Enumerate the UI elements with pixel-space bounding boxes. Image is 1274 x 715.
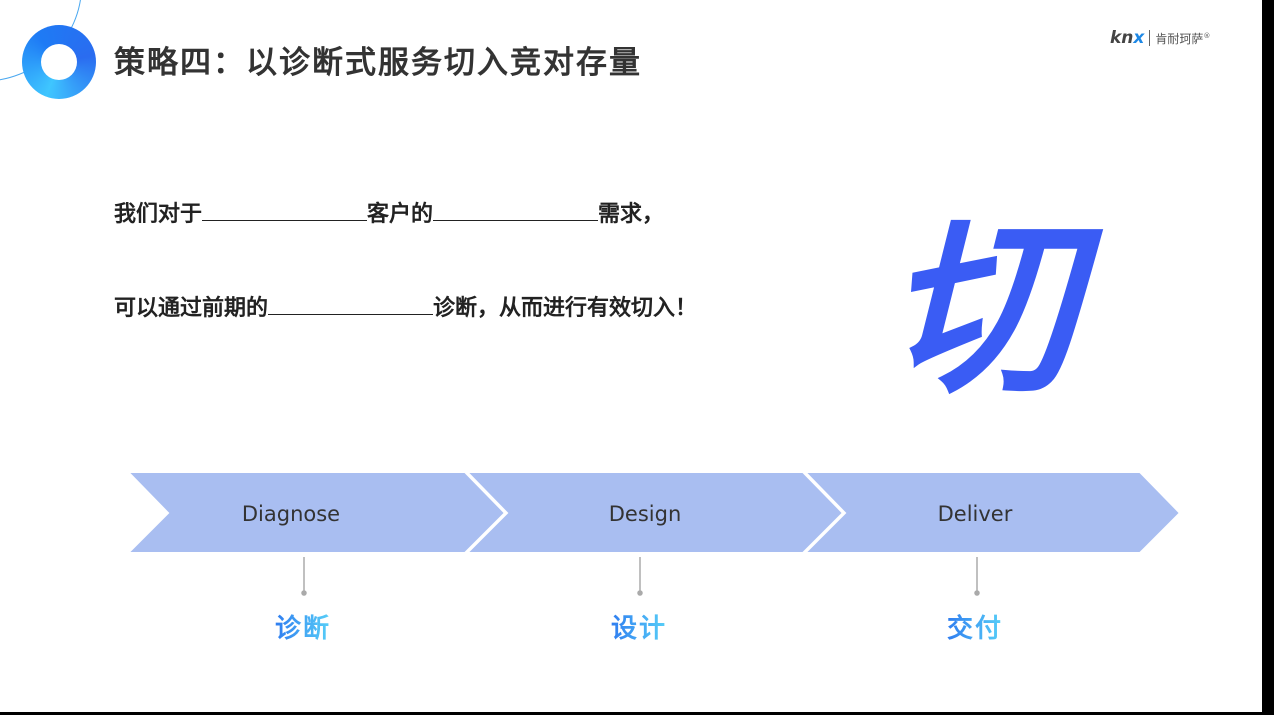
step-chinese-diagnose: 诊断 xyxy=(275,608,331,645)
ring-logo-icon xyxy=(22,25,96,99)
brand-logo: knx 肯耐珂萨® xyxy=(1110,28,1210,48)
blank-2 xyxy=(433,198,599,221)
blank-1 xyxy=(202,198,368,221)
text: 客户的 xyxy=(367,202,434,227)
step-label-diagnose: Diagnose xyxy=(241,502,341,526)
page-title: 策略四：以诊断式服务切入竞对存量 xyxy=(114,45,642,81)
blank-3 xyxy=(268,292,434,315)
step-chinese-design: 设计 xyxy=(611,608,667,645)
chevron-diagnose xyxy=(125,471,507,554)
big-character-qie: 切 xyxy=(885,197,1076,420)
sentence-2: 可以通过前期的 诊断，从而进行有效切入！ xyxy=(114,290,697,322)
step-label-design: Design xyxy=(608,502,682,526)
logo-chinese: 肯耐珂萨® xyxy=(1155,31,1211,46)
chevron-design xyxy=(464,471,845,554)
text: 可以通过前期的 xyxy=(114,296,269,321)
step-label-deliver: Deliver xyxy=(937,502,1013,526)
logo-latin: knx xyxy=(1110,28,1145,48)
chevron-deliver xyxy=(802,471,1182,554)
text: 需求， xyxy=(598,202,665,227)
step-chinese-deliver: 交付 xyxy=(947,608,1003,645)
sentence-1: 我们对于 客户的 需求， xyxy=(114,196,664,228)
text: 诊断，从而进行有效切入！ xyxy=(433,296,698,321)
logo-divider xyxy=(1149,30,1151,46)
text: 我们对于 xyxy=(114,202,203,227)
